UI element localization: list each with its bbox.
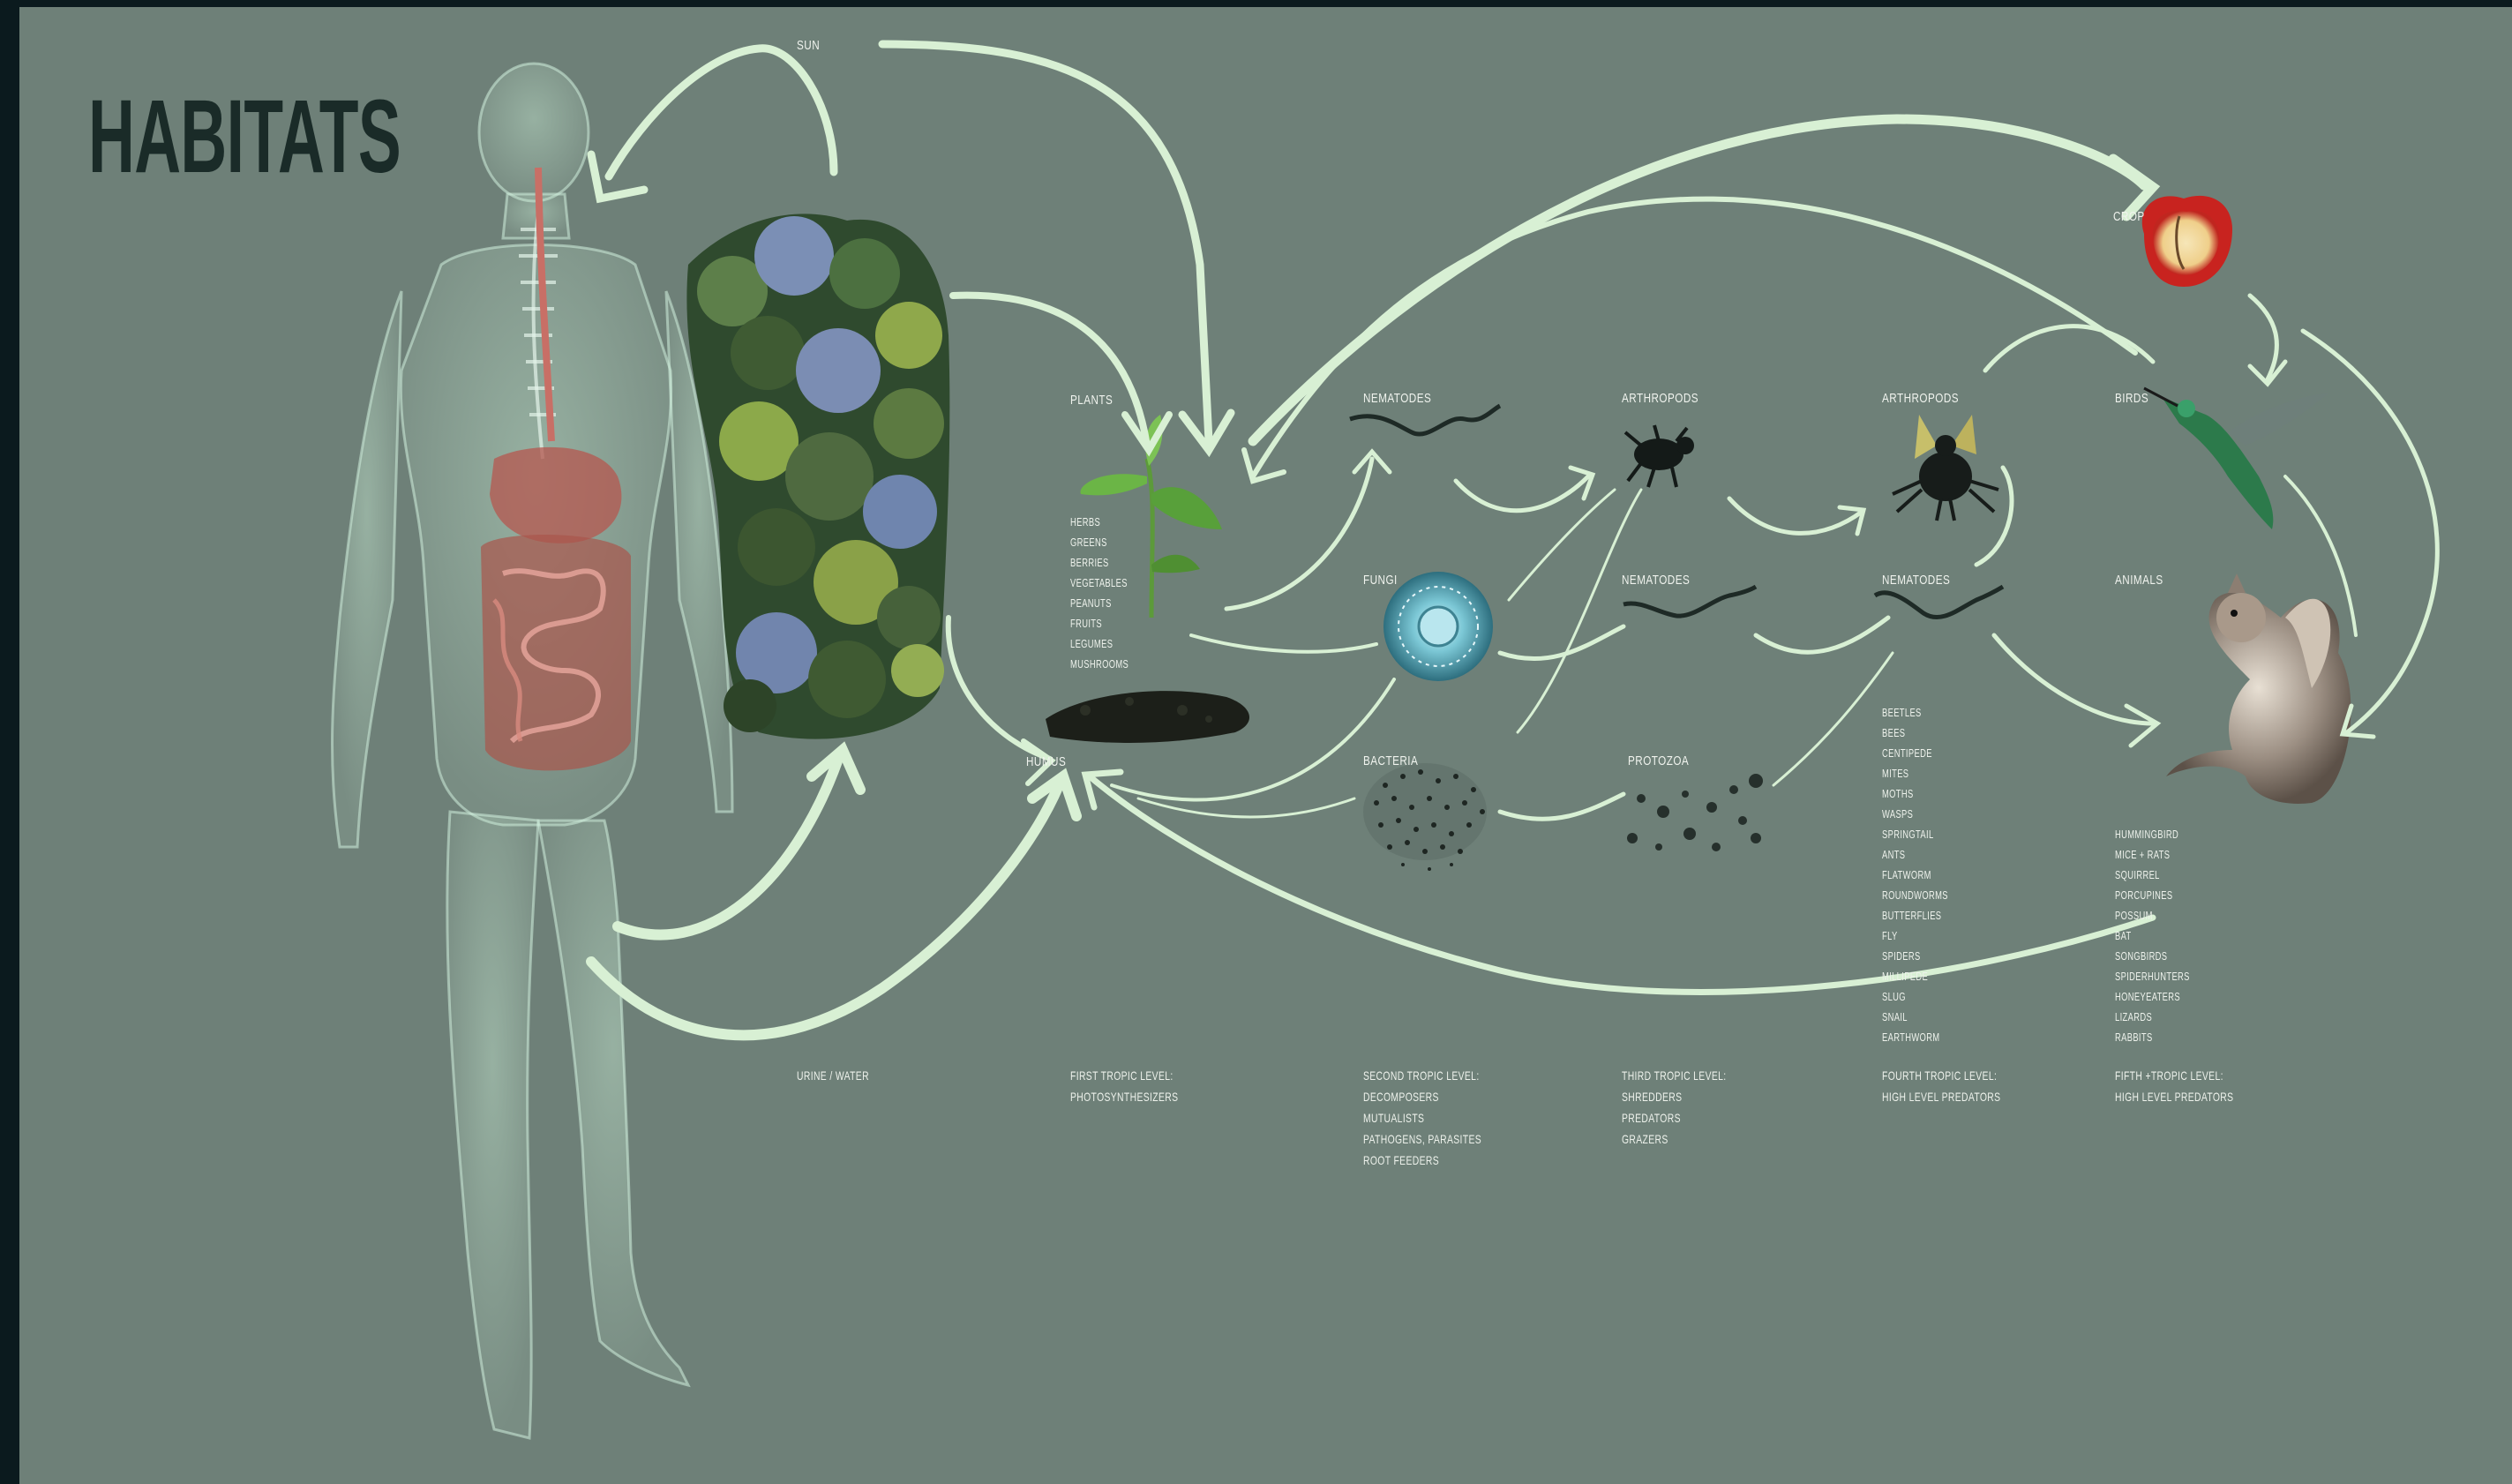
bacteria-label: BACTERIA <box>1363 754 1418 768</box>
list-item: FLATWORM <box>1882 865 1948 885</box>
arrow-crop-plants <box>1253 199 2135 476</box>
trophic-line: ROOT FEEDERS <box>1363 1150 1481 1171</box>
humus-soil-illustration <box>1046 691 1249 743</box>
bacteria-illustration <box>1363 763 1487 871</box>
trophic-line: THIRD TROPIC LEVEL: <box>1622 1065 1727 1086</box>
list-item: PEANUTS <box>1070 593 1129 613</box>
squirrel-illustration <box>2166 573 2351 804</box>
list-item: WASPS <box>1882 804 1948 824</box>
trophic-line: MUTUALISTS <box>1363 1107 1481 1128</box>
list-item: SNAIL <box>1882 1007 1948 1027</box>
arrow-wall-humus <box>949 618 1050 759</box>
nematodes-label-1: NEMATODES <box>1363 392 1431 405</box>
protozoa-label: PROTOZOA <box>1628 754 1689 768</box>
list-item: POSSUM <box>2115 905 2190 926</box>
list-item: HONEYEATERS <box>2115 986 2190 1007</box>
list-item: FRUITS <box>1070 613 1129 633</box>
list-item: MILLIPEDE <box>1882 966 1948 986</box>
nematode-illustration-2 <box>1623 587 1756 616</box>
trophic-label-urine: URINE / WATER <box>797 1065 869 1086</box>
fungi-label: FUNGI <box>1363 573 1398 587</box>
list-item: CENTIPEDE <box>1882 743 1948 763</box>
list-item: LEGUMES <box>1070 633 1129 654</box>
trophic-line: PATHOGENS, PARASITES <box>1363 1128 1481 1150</box>
list-item: EARTHWORM <box>1882 1027 1948 1047</box>
list-item: MICE + RATS <box>2115 844 2190 865</box>
trophic-label-third: THIRD TROPIC LEVEL: SHREDDERS PREDATORS … <box>1622 1065 1727 1150</box>
list-item: BERRIES <box>1070 552 1129 573</box>
list-item: BAT <box>2115 926 2190 946</box>
list-item: ANTS <box>1882 844 1948 865</box>
nematodes-label-3: NEMATODES <box>1882 573 1950 587</box>
trophic-line: HIGH LEVEL PREDATORS <box>2115 1086 2233 1107</box>
list-item: MUSHROOMS <box>1070 654 1129 674</box>
trophic-label-first: FIRST TROPIC LEVEL: PHOTOSYNTHESIZERS <box>1070 1065 1178 1107</box>
apple-crop-illustration <box>2142 196 2232 287</box>
list-item: SONGBIRDS <box>2115 946 2190 966</box>
trophic-line: FOURTH TROPIC LEVEL: <box>1882 1065 2000 1086</box>
trophic-label-fifth: FIFTH +TROPIC LEVEL: HIGH LEVEL PREDATOR… <box>2115 1065 2233 1107</box>
nematodes-label-2: NEMATODES <box>1622 573 1690 587</box>
trophic-line: GRAZERS <box>1622 1128 1727 1150</box>
list-item: ROUNDWORMS <box>1882 885 1948 905</box>
list-item: BEES <box>1882 723 1948 743</box>
animals-list: HUMMINGBIRD MICE + RATS SQUIRREL PORCUPI… <box>2115 824 2190 1047</box>
plants-list: HERBS GREENS BERRIES VEGETABLES PEANUTS … <box>1070 512 1129 674</box>
list-item: RABBITS <box>2115 1027 2190 1047</box>
trophic-line: SHREDDERS <box>1622 1086 1727 1107</box>
crop-label: CROP <box>2113 210 2145 223</box>
list-item: MITES <box>1882 763 1948 783</box>
plants-label: PLANTS <box>1070 393 1113 407</box>
list-item: SLUG <box>1882 986 1948 1007</box>
arrow-sun-human <box>609 49 834 176</box>
list-item: SPRINGTAIL <box>1882 824 1948 844</box>
list-item: PORCUPINES <box>2115 885 2190 905</box>
nematode-illustration-3 <box>1875 587 2003 618</box>
arrow-animals-humus <box>1090 776 2153 992</box>
trophic-line: DECOMPOSERS <box>1363 1086 1481 1107</box>
hummingbird-illustration <box>2144 388 2329 529</box>
trophic-line: SECOND TROPIC LEVEL: <box>1363 1065 1481 1086</box>
list-item: HUMMINGBIRD <box>2115 824 2190 844</box>
animals-label: ANIMALS <box>2115 573 2163 587</box>
list-item: BUTTERFLIES <box>1882 905 1948 926</box>
trophic-line: FIRST TROPIC LEVEL: <box>1070 1065 1178 1086</box>
list-item: VEGETABLES <box>1070 573 1129 593</box>
arthropods-label-1: ARTHROPODS <box>1622 392 1698 405</box>
page-title: HABITATS <box>88 85 401 189</box>
humus-label: HUMUS <box>1026 755 1066 768</box>
fungi-illustration <box>1383 572 1493 681</box>
trophic-line: HIGH LEVEL PREDATORS <box>1882 1086 2000 1107</box>
trophic-line: PREDATORS <box>1622 1107 1727 1128</box>
list-item: LIZARDS <box>2115 1007 2190 1027</box>
trophic-label-fourth: FOURTH TROPIC LEVEL: HIGH LEVEL PREDATOR… <box>1882 1065 2000 1107</box>
list-item: SPIDERS <box>1882 946 1948 966</box>
list-item: BEETLES <box>1882 702 1948 723</box>
list-item: MOTHS <box>1882 783 1948 804</box>
trophic-line: PHOTOSYNTHESIZERS <box>1070 1086 1178 1107</box>
list-item: SQUIRREL <box>2115 865 2190 885</box>
arrow-crop-bird <box>2250 296 2276 379</box>
arthropods-label-2: ARTHROPODS <box>1882 392 1959 405</box>
nematode-illustration-1 <box>1350 406 1500 434</box>
stag-beetle-illustration <box>1893 415 1998 521</box>
list-item: FLY <box>1882 926 1948 946</box>
list-item: GREENS <box>1070 532 1129 552</box>
sun-label: SUN <box>797 39 820 52</box>
list-item: HERBS <box>1070 512 1129 532</box>
trophic-line: FIFTH +TROPIC LEVEL: <box>2115 1065 2233 1086</box>
trophic-label-second: SECOND TROPIC LEVEL: DECOMPOSERS MUTUALI… <box>1363 1065 1481 1171</box>
list-item: SPIDERHUNTERS <box>2115 966 2190 986</box>
arthropods-list: BEETLES BEES CENTIPEDE MITES MOTHS WASPS… <box>1882 702 1948 1047</box>
birds-label: BIRDS <box>2115 392 2148 405</box>
beetle-illustration <box>1625 425 1694 487</box>
trophic-line: URINE / WATER <box>797 1065 869 1086</box>
protozoa-illustration <box>1627 774 1763 851</box>
arrow-wall-plants <box>953 296 1147 446</box>
arrow-human-humus <box>591 785 1059 1035</box>
